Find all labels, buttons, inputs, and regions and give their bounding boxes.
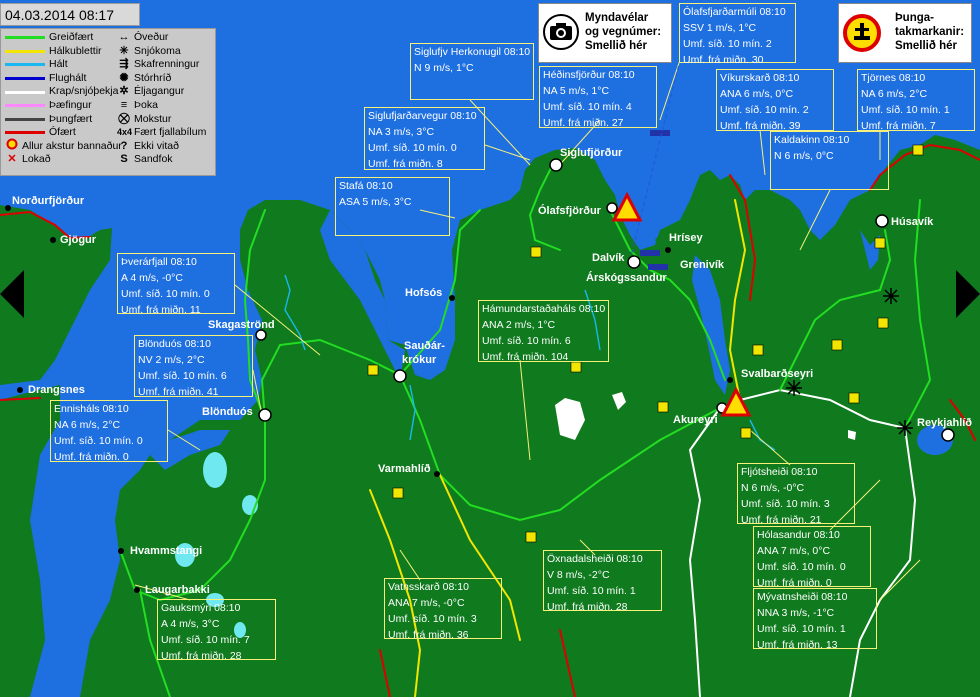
pan-left-arrow[interactable] xyxy=(0,270,24,318)
map-legend: Greiðfært Hálkublettir Hált Flughált Kra… xyxy=(0,28,216,176)
place-label: Reykjahlíð xyxy=(917,417,973,429)
legend-row-halt: Hált xyxy=(5,58,122,72)
road-condition-legend: Greiðfært Hálkublettir Hált Flughált Kra… xyxy=(5,31,122,167)
place-label: Hrísey xyxy=(669,232,703,244)
place-label: Dalvík xyxy=(592,252,625,264)
lakes xyxy=(175,452,258,638)
place-label: Siglufjörður xyxy=(560,147,623,159)
place-label: Hofsós xyxy=(405,287,443,299)
cross-icon: ✕ xyxy=(7,153,17,166)
place-label: Hvammstangi xyxy=(130,545,203,557)
place-label: Norðurfjörður xyxy=(12,195,85,207)
roadwork-warning-icons[interactable] xyxy=(611,191,752,417)
4x4-icon: 4x4 xyxy=(117,127,133,138)
storm-icon: ↔ xyxy=(118,31,130,43)
drifting-snow-icon: ⇶ xyxy=(119,58,129,71)
snowfall-icon: ✳ xyxy=(119,44,129,57)
place-label: Árskógssandur xyxy=(586,272,667,284)
legend-row-thaefingur: Þæfingur xyxy=(5,99,122,113)
camera-markers[interactable] xyxy=(255,158,955,442)
weather-legend: ↔Óveður ✳Snjókoma ⇶Skafrenningur ✺Stórhr… xyxy=(117,31,207,166)
place-label: Drangsnes xyxy=(28,384,85,396)
town-markers xyxy=(5,205,733,593)
blizzard-icon: ✺ xyxy=(119,71,129,84)
camera-icon xyxy=(543,14,579,50)
legend-row-greidfaert: Greiðfært xyxy=(5,31,122,45)
legend-row-locked: ✕Lokað xyxy=(5,153,122,167)
place-label: krókur xyxy=(402,354,437,366)
legend-row-closed: Allur akstur bannaður xyxy=(5,138,122,155)
place-label: Svalbarðseyri xyxy=(741,368,814,380)
legend-row-thungfaert: Þungfært xyxy=(5,113,122,127)
leader-lines xyxy=(134,59,921,601)
place-label: Blönduós xyxy=(202,406,253,418)
place-label: Varmahlíð xyxy=(378,463,431,475)
sandstorm-icon: S xyxy=(120,153,128,166)
place-label: Húsavík xyxy=(891,216,934,228)
snowfall-icons xyxy=(786,288,913,436)
ferry-route xyxy=(629,59,681,261)
legend-row-ofaert: Ófært xyxy=(5,126,122,140)
camera-promo-button[interactable]: Myndavélar og vegnúmer: Smellið hér xyxy=(538,3,672,63)
ferry-icons xyxy=(640,130,670,270)
place-label: Gjögur xyxy=(60,234,97,246)
timestamp: 04.03.2014 08:17 xyxy=(0,3,140,26)
legend-row-flughalt: Flughált xyxy=(5,72,122,86)
closed-circle-icon xyxy=(5,138,19,155)
plow-icons xyxy=(367,144,924,543)
roads xyxy=(0,143,980,697)
place-label: Akureyri xyxy=(673,414,718,426)
place-label: Skagaströnd xyxy=(208,319,275,331)
place-label: Grenivík xyxy=(680,259,725,271)
land xyxy=(0,135,980,697)
legend-row-halkublettir: Hálkublettir xyxy=(5,45,122,59)
weight-restriction-icon xyxy=(843,14,881,52)
place-label: Ólafsfjörður xyxy=(538,205,601,217)
unknown-icon: ? xyxy=(120,139,128,152)
place-label: Laugarbakki xyxy=(145,584,210,596)
pan-right-arrow[interactable] xyxy=(956,270,980,318)
place-label: Sauðár- xyxy=(404,340,445,352)
fog-icon: ≡ xyxy=(120,98,128,111)
glaciers xyxy=(555,392,856,440)
legend-row-krap: Krap/snjóþekja xyxy=(5,85,122,99)
weight-restriction-promo-button[interactable]: Þunga- takmarkanir: Smellið hér xyxy=(838,3,972,63)
snow-showers-icon: ✲ xyxy=(119,85,129,98)
plow-icon: ⛒ xyxy=(118,112,130,125)
